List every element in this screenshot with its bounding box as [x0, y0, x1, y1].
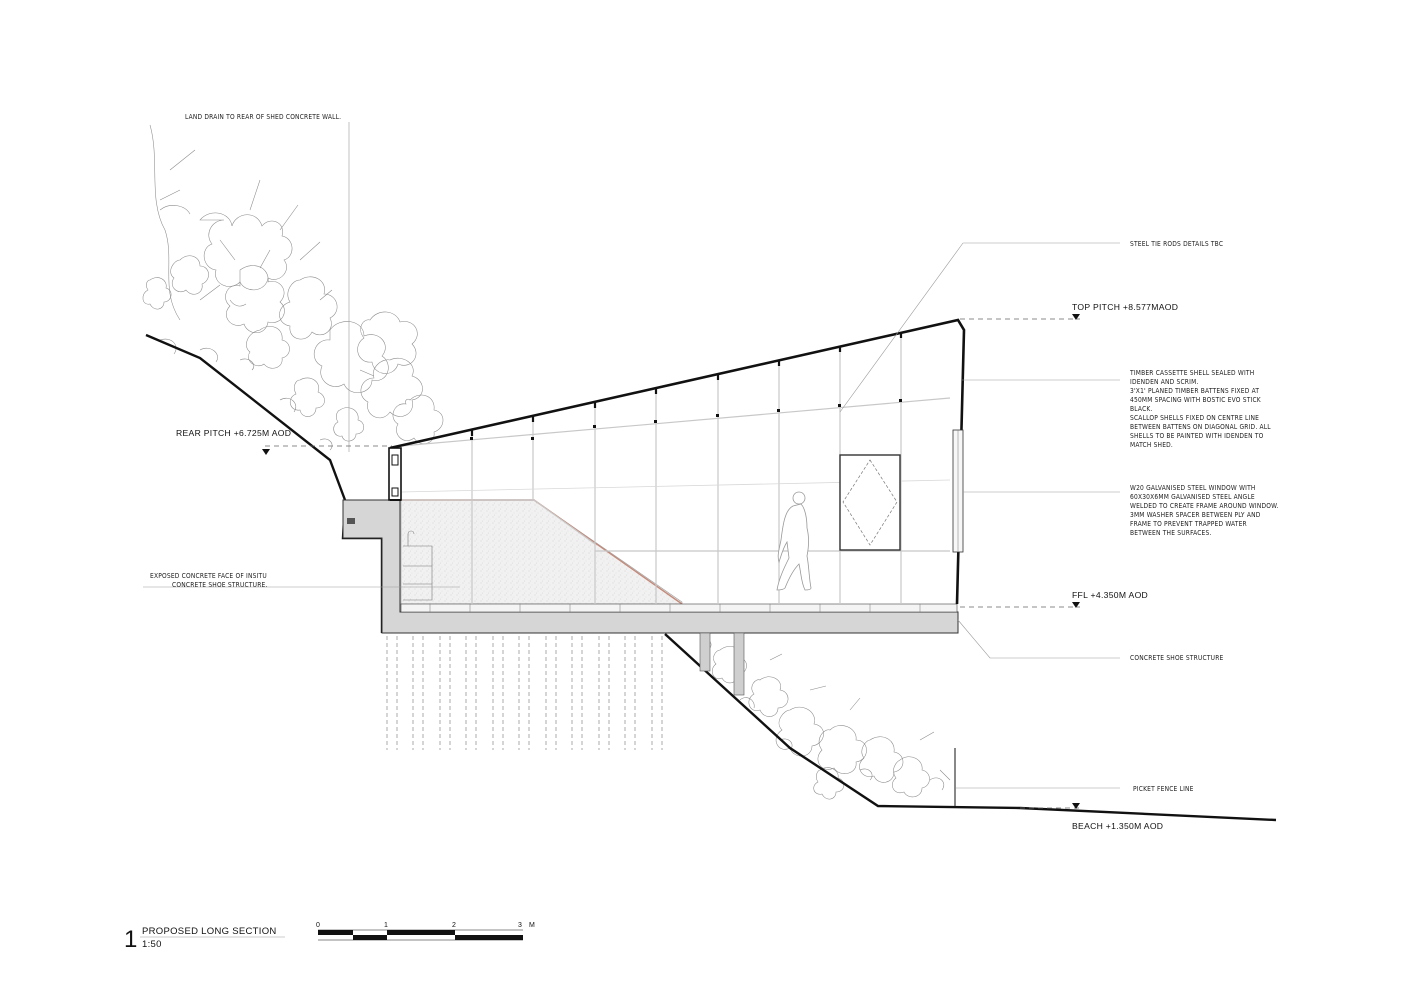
- svg-text:450MM SPACING WITH BOSTIC EVO: 450MM SPACING WITH BOSTIC EVO STICK: [1130, 396, 1262, 404]
- drawing-scale: 1:50: [142, 939, 162, 950]
- note-timber-cassette: TIMBER CASSETTE SHELL SEALED WITH IDENDE…: [1129, 369, 1271, 449]
- shell-grid: [400, 334, 951, 604]
- svg-text:CONCRETE SHOE STRUCTURE.: CONCRETE SHOE STRUCTURE.: [172, 581, 268, 589]
- svg-text:SHELLS TO BE PAINTED WITH IDEN: SHELLS TO BE PAINTED WITH IDENDEN TO: [1130, 432, 1264, 440]
- level-top-pitch: TOP PITCH +8.577MAOD: [1072, 302, 1178, 312]
- note-land-drain: LAND DRAIN TO REAR OF SHED CONCRETE WALL…: [185, 113, 341, 121]
- infill-platform: [400, 499, 683, 605]
- level-ffl: FFL +4.350M AOD: [1072, 590, 1148, 600]
- svg-text:MATCH SHED.: MATCH SHED.: [1130, 441, 1173, 449]
- level-beach: BEACH +1.350M AOD: [1072, 821, 1163, 831]
- interior-window: [839, 454, 901, 551]
- concrete-shoe: [342, 499, 959, 696]
- scale-tick-3: 3: [518, 922, 522, 929]
- level-rear-pitch: REAR PITCH +6.725M AOD: [176, 428, 291, 438]
- note-picket-fence: PICKET FENCE LINE: [1133, 785, 1194, 793]
- vegetation-upper: [142, 124, 444, 451]
- svg-text:60X30X6MM GALVANISED STEEL ANG: 60X30X6MM GALVANISED STEEL ANGLE: [1130, 493, 1255, 501]
- note-exposed-concrete: EXPOSED CONCRETE FACE OF INSITU CONCRETE…: [150, 572, 268, 589]
- note-concrete-shoe: CONCRETE SHOE STRUCTURE: [1130, 654, 1224, 662]
- svg-text:3'X1' PLANED TIMBER BATTENS FI: 3'X1' PLANED TIMBER BATTENS FIXED AT: [1130, 387, 1259, 395]
- scale-bar: 0 1 2 3 M: [316, 922, 535, 941]
- svg-text:TIMBER CASSETTE SHELL SEALED W: TIMBER CASSETTE SHELL SEALED WITH: [1129, 369, 1254, 377]
- leader-lines: [143, 122, 1120, 789]
- svg-text:SCALLOP SHELLS FIXED ON CENTRE: SCALLOP SHELLS FIXED ON CENTRE LINE: [1130, 414, 1259, 422]
- svg-text:EXPOSED CONCRETE FACE OF INSIT: EXPOSED CONCRETE FACE OF INSITU: [150, 572, 267, 580]
- scale-tick-2: 2: [452, 922, 456, 929]
- svg-text:BLACK.: BLACK.: [1130, 405, 1153, 413]
- floor-slab: [400, 603, 958, 613]
- svg-text:IDENDEN AND SCRIM.: IDENDEN AND SCRIM.: [1130, 378, 1198, 386]
- scale-tick-1: 1: [384, 922, 388, 929]
- svg-text:BETWEEN THE SURFACES.: BETWEEN THE SURFACES.: [1130, 529, 1212, 537]
- drawing-title: PROPOSED LONG SECTION: [142, 926, 277, 937]
- sink-fixture: [403, 530, 433, 601]
- scale-tick-0: 0: [316, 922, 320, 929]
- roof-battens: [470, 332, 903, 436]
- ground-profile-lower: [664, 633, 1277, 822]
- svg-text:3MM WASHER SPACER BETWEEN PLY: 3MM WASHER SPACER BETWEEN PLY AND: [1130, 511, 1261, 519]
- scale-unit: M: [529, 922, 535, 929]
- drawing-number: 1: [124, 926, 137, 953]
- svg-text:W20 GALVANISED STEEL WINDOW WI: W20 GALVANISED STEEL WINDOW WITH: [1130, 484, 1256, 492]
- note-window: W20 GALVANISED STEEL WINDOW WITH 60X30X6…: [1130, 484, 1279, 537]
- front-window-frame: [952, 429, 964, 553]
- level-markers: [262, 314, 1080, 809]
- human-figure: [776, 491, 812, 591]
- svg-text:WELDED TO CREATE FRAME AROUND: WELDED TO CREATE FRAME AROUND WINDOW.: [1130, 502, 1279, 510]
- rear-wall: [388, 447, 402, 501]
- foundation-piles: [386, 636, 663, 750]
- batten-fixings: [470, 399, 902, 440]
- svg-text:BETWEEN BATTENS ON DIAGONAL GR: BETWEEN BATTENS ON DIAGONAL GRID. ALL: [1130, 423, 1271, 431]
- svg-text:FRAME TO PREVENT TRAPPED WATER: FRAME TO PREVENT TRAPPED WATER: [1130, 520, 1247, 528]
- note-steel-tie-rods: STEEL TIE RODS DETAILS TBC: [1130, 240, 1223, 248]
